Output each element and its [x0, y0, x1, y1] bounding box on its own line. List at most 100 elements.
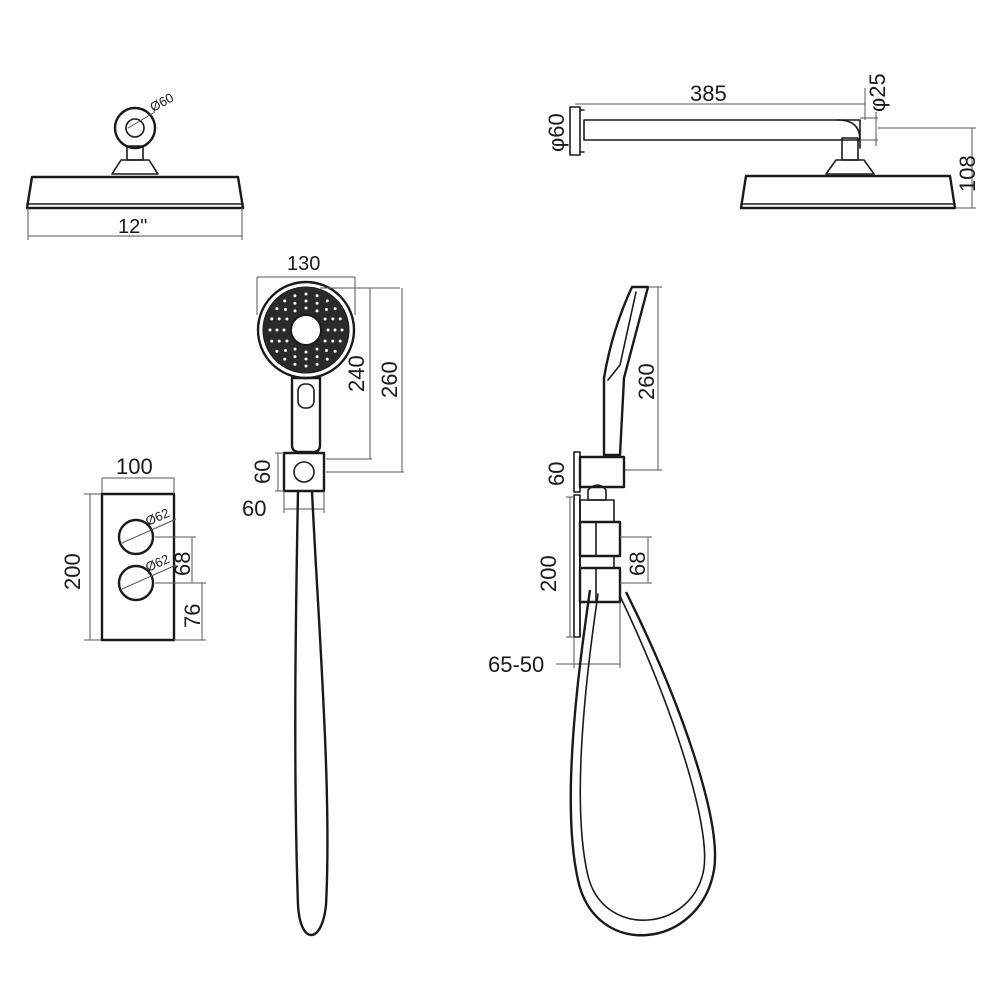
- center-button: [290, 314, 322, 346]
- nozzle: [277, 317, 281, 321]
- nozzle: [293, 355, 297, 359]
- temperature-knob[interactable]: [117, 518, 155, 556]
- drop-height-label: 108: [955, 155, 980, 192]
- arm-wall-flange: [569, 106, 581, 156]
- handle-button: [297, 383, 315, 409]
- knob-bottom-diameter-label: Ø62: [143, 551, 172, 575]
- length-to-holder-label: 240: [344, 355, 369, 392]
- nozzle: [282, 328, 286, 332]
- nozzle: [283, 299, 287, 303]
- nozzle: [333, 349, 337, 353]
- nozzle: [331, 317, 335, 321]
- diverter-knob[interactable]: [117, 564, 155, 602]
- nozzle: [268, 328, 272, 332]
- side-wall-outlet: [587, 484, 607, 501]
- nozzle: [285, 339, 289, 343]
- nozzle: [285, 317, 289, 321]
- nozzle: [338, 339, 342, 343]
- side-temperature-knob[interactable]: [578, 520, 622, 558]
- side-holder-height-label: 60: [544, 462, 569, 486]
- hand-shower-side-view: 260 60 200 68 65-50: [488, 285, 717, 937]
- nozzle: [315, 301, 319, 305]
- ring-diameter-label: Ø60: [147, 90, 176, 115]
- side-knob-top-base: [579, 499, 615, 523]
- side-shower-hose: [569, 589, 717, 937]
- hand-shower-handle: [290, 376, 322, 454]
- head-width-label: 130: [287, 253, 320, 275]
- nozzle: [304, 364, 308, 368]
- arm-elbow-joint: [841, 137, 859, 161]
- nozzle: [323, 339, 327, 343]
- nozzle: [333, 307, 337, 311]
- nozzle: [275, 328, 279, 332]
- pipe-diameter-label: φ25: [865, 73, 890, 112]
- side-valve-plate: [573, 494, 581, 638]
- nozzle: [304, 292, 308, 296]
- wall-flange-ring: [113, 106, 157, 150]
- nozzle: [275, 349, 279, 353]
- nozzle: [293, 347, 297, 351]
- valve-depth-label: 65-50: [488, 652, 544, 677]
- nozzle: [315, 309, 319, 313]
- rain-head-side-view: 385 φ25 φ60 108: [544, 73, 980, 210]
- bottom-offset-label: 76: [180, 604, 205, 628]
- nozzle: [304, 350, 308, 354]
- nozzle: [293, 309, 297, 313]
- nozzle: [331, 339, 335, 343]
- nozzle: [325, 357, 329, 361]
- nozzle: [304, 306, 308, 310]
- ring-diameter-leader: [127, 111, 156, 129]
- nozzle: [325, 308, 328, 311]
- wall-flange-inner-ring: [125, 118, 145, 138]
- hand-shower-holder: [282, 451, 326, 493]
- flange-diameter-label: φ60: [544, 113, 569, 152]
- valve-height-label: 200: [60, 553, 85, 590]
- side-diverter-knob[interactable]: [578, 566, 622, 604]
- nozzle: [284, 308, 287, 311]
- nozzle: [293, 362, 297, 366]
- holder-outlet: [293, 461, 315, 483]
- nozzle: [283, 357, 287, 361]
- nozzle: [340, 328, 344, 332]
- nozzle: [315, 294, 319, 298]
- nozzle: [315, 347, 319, 351]
- nozzle: [270, 339, 274, 343]
- holder-height-label: 60: [250, 460, 275, 484]
- nozzle: [315, 362, 319, 366]
- valve-width-label: 100: [116, 454, 153, 479]
- valve-plate: [100, 492, 176, 642]
- valve-front-view: 100 200 Ø62 Ø62 68 76: [60, 454, 206, 642]
- total-length-label: 260: [377, 361, 402, 398]
- nozzle: [277, 339, 281, 343]
- nozzle: [325, 299, 329, 303]
- hand-shower-front-view: 130 240 260 60 60: [242, 253, 404, 936]
- head-mount-cone: [111, 159, 159, 175]
- rain-head-front-view: Ø60 12": [25, 90, 245, 240]
- head-width-label: 12": [118, 216, 147, 238]
- nozzle: [323, 317, 327, 321]
- nozzle: [270, 317, 274, 321]
- nozzle: [326, 328, 330, 332]
- hand-shower-side-profile: [602, 285, 650, 457]
- shower-arm: [583, 119, 861, 141]
- shower-hose: [294, 490, 329, 936]
- side-knob-spacing-label: 68: [625, 552, 650, 576]
- nozzle: [333, 328, 337, 332]
- rain-head-body: [25, 175, 245, 210]
- side-length-label: 260: [634, 363, 659, 400]
- side-holder-body: [578, 455, 626, 489]
- side-valve-height-label: 200: [536, 555, 561, 592]
- nozzle: [304, 357, 308, 361]
- side-mount-cone: [825, 159, 875, 175]
- nozzle: [338, 317, 342, 321]
- nozzle: [325, 349, 328, 352]
- knob-top-diameter-label: Ø62: [143, 505, 172, 529]
- nozzle: [293, 294, 297, 298]
- spray-nozzles: [268, 292, 344, 368]
- holder-width-label: 60: [242, 496, 266, 521]
- nozzle: [315, 355, 319, 359]
- nozzle: [304, 299, 308, 303]
- knob-spacing-label: 68: [170, 552, 195, 576]
- nozzle: [275, 307, 279, 311]
